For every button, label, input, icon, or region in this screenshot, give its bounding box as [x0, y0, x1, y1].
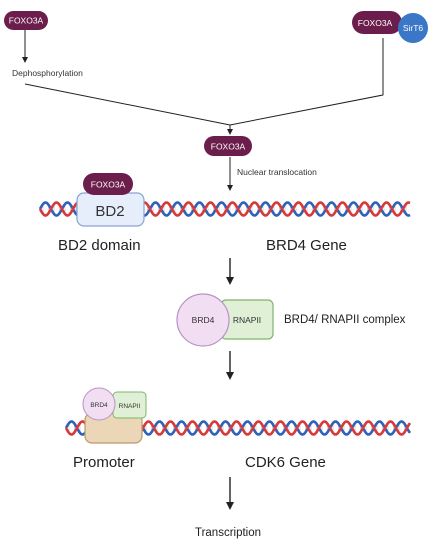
- foxo3a-top-left-label: FOXO3A: [9, 16, 44, 26]
- brd4-rnapii-small: RNAPII BRD4: [82, 387, 147, 421]
- transcription-label: Transcription: [195, 527, 261, 539]
- foxo3a-top-right-label: FOXO3A: [358, 18, 393, 28]
- brd4-small-label: BRD4: [90, 402, 108, 409]
- nuclear-translocation-label: Nuclear translocation: [237, 167, 317, 177]
- foxo3a-bound-label: FOXO3A: [91, 180, 126, 190]
- rnapii-small-label: RNAPII: [119, 403, 141, 410]
- foxo3a-center-label: FOXO3A: [211, 142, 246, 152]
- rnapii-label: RNAPII: [233, 315, 261, 325]
- promoter-label: Promoter: [73, 454, 135, 471]
- bd2-box-label: BD2: [95, 203, 124, 220]
- brd4-rnapii-complex: RNAPII BRD4: [176, 293, 274, 347]
- dephosphorylation-label: Dephosphorylation: [12, 68, 83, 78]
- sirt6-label: SirT6: [403, 23, 424, 33]
- foxo3a-bound: FOXO3A: [83, 173, 133, 195]
- foxo3a-center: FOXO3A: [204, 136, 252, 156]
- right-converge-line: [229, 38, 384, 126]
- complex-label: BRD4/ RNAPII complex: [284, 314, 406, 326]
- bd2-domain-label: BD2 domain: [58, 237, 141, 254]
- left-converge-line: [24, 83, 231, 126]
- brd4-label: BRD4: [192, 315, 215, 325]
- foxo3a-top-left: FOXO3A: [4, 11, 48, 30]
- brd4-gene-label: BRD4 Gene: [266, 237, 347, 254]
- cdk6-gene-label: CDK6 Gene: [245, 454, 326, 471]
- foxo3a-sirt6-complex: FOXO3A SirT6: [352, 11, 428, 43]
- bd2-box: BD2: [76, 192, 145, 227]
